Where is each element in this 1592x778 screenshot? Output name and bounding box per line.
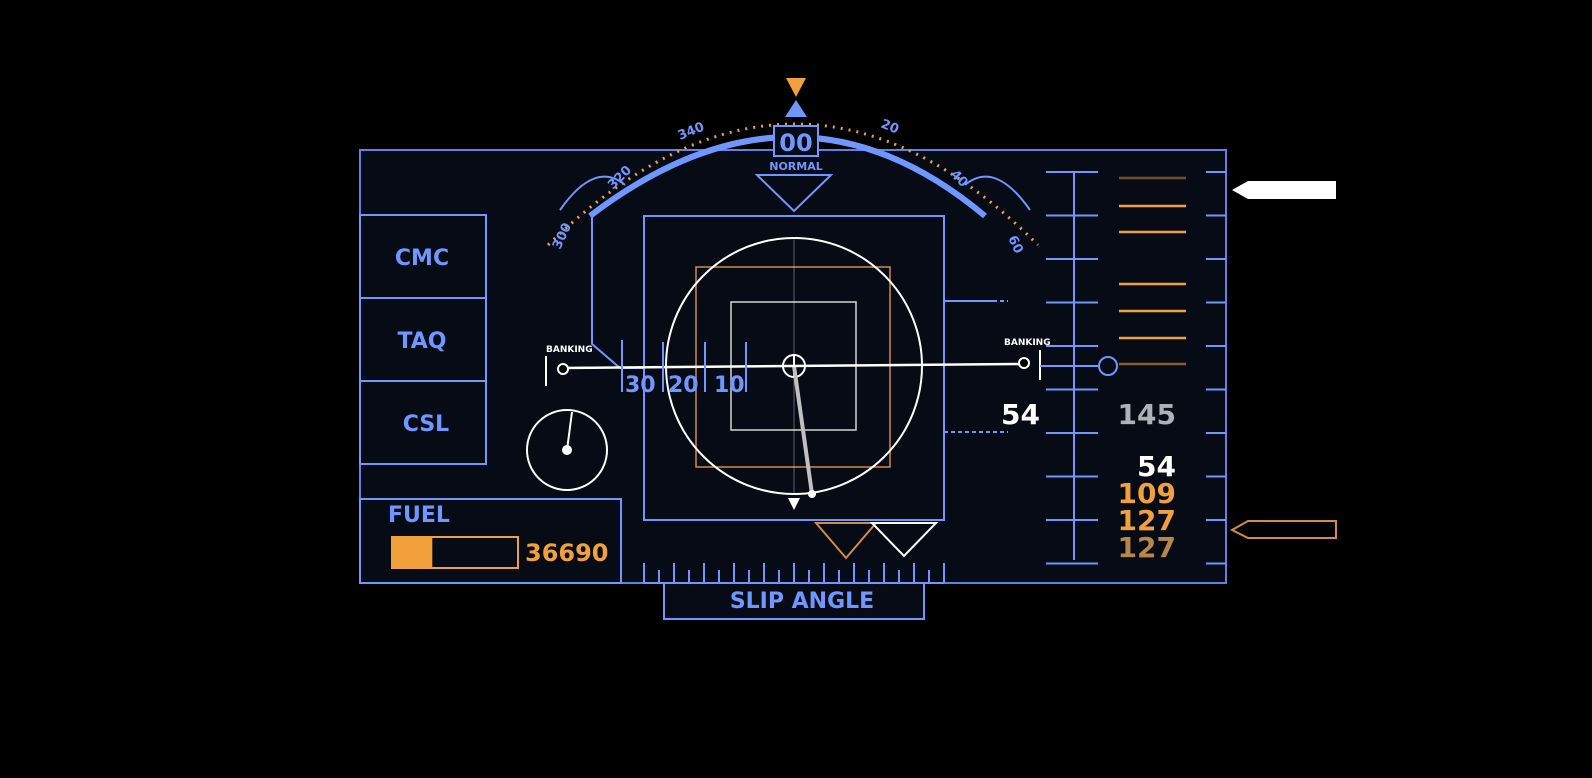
slip-marker-orange [813, 522, 879, 560]
banking-line [559, 362, 1025, 370]
slip-angle-label: SLIP ANGLE [730, 589, 874, 614]
fuel-value: 36690 [525, 539, 609, 567]
speed-list-item: 109 [1118, 477, 1176, 510]
heading-range-arc [546, 122, 1040, 247]
fuel-label: FUEL [388, 503, 450, 528]
fuel-gauge-fill [392, 537, 433, 568]
right-frame-upper [943, 216, 994, 302]
pointer-dial-hub [562, 445, 572, 455]
target-pointer-icon [1229, 520, 1337, 539]
pitch-label: 10 [714, 373, 745, 398]
speed-current: 54 [1001, 398, 1040, 431]
slip-angle-panel [663, 582, 925, 620]
menu-item-csl[interactable] [359, 380, 487, 465]
speed-pointer-icon [1232, 181, 1336, 199]
menu-item-label: CSL [403, 412, 449, 437]
speed-list-item: 54 [1137, 450, 1176, 483]
heading-scale-label: 20 [879, 117, 901, 138]
menu-item-label: TAQ [397, 329, 446, 354]
slip-needle-tip [808, 490, 816, 498]
speed-reference: 145 [1118, 398, 1176, 431]
pitch-label: 30 [625, 373, 656, 398]
slip-needle [792, 365, 814, 495]
slip-marker-white [869, 522, 939, 558]
heading-scale-label: 60 [1004, 233, 1025, 256]
heading-right-edge [964, 175, 1031, 211]
banking-left-node [557, 363, 569, 375]
heading-scale-label: 340 [676, 120, 707, 144]
circle-bottom-marker [788, 498, 800, 510]
heading-value: 00 [779, 129, 812, 157]
heading-drop-marker [754, 174, 834, 213]
pitch-label: 20 [668, 373, 699, 398]
speed-bars [1119, 176, 1186, 366]
slip-scale-ticks [643, 563, 945, 583]
menu-item-cmc[interactable] [359, 214, 487, 299]
speed-list-item: 127 [1118, 531, 1176, 564]
heading-marker-icon [785, 100, 807, 117]
heading-marker-icon [786, 78, 806, 97]
banking-right-node [1018, 357, 1030, 369]
banking-end-ring [1098, 356, 1118, 376]
pointer-dial-icon [526, 409, 608, 491]
pointer-dial-needle [566, 411, 573, 451]
heading-left-edge [559, 175, 626, 211]
menu-item-label: CMC [395, 246, 449, 271]
heading-mode-label: NORMAL [769, 160, 823, 173]
heading-value-box [773, 125, 819, 157]
banking-right-label: BANKING [1004, 338, 1051, 348]
speed-scale-ticks [1046, 171, 1226, 565]
banking-left-label: BANKING [546, 345, 593, 355]
speed-list-item: 127 [1118, 504, 1176, 537]
